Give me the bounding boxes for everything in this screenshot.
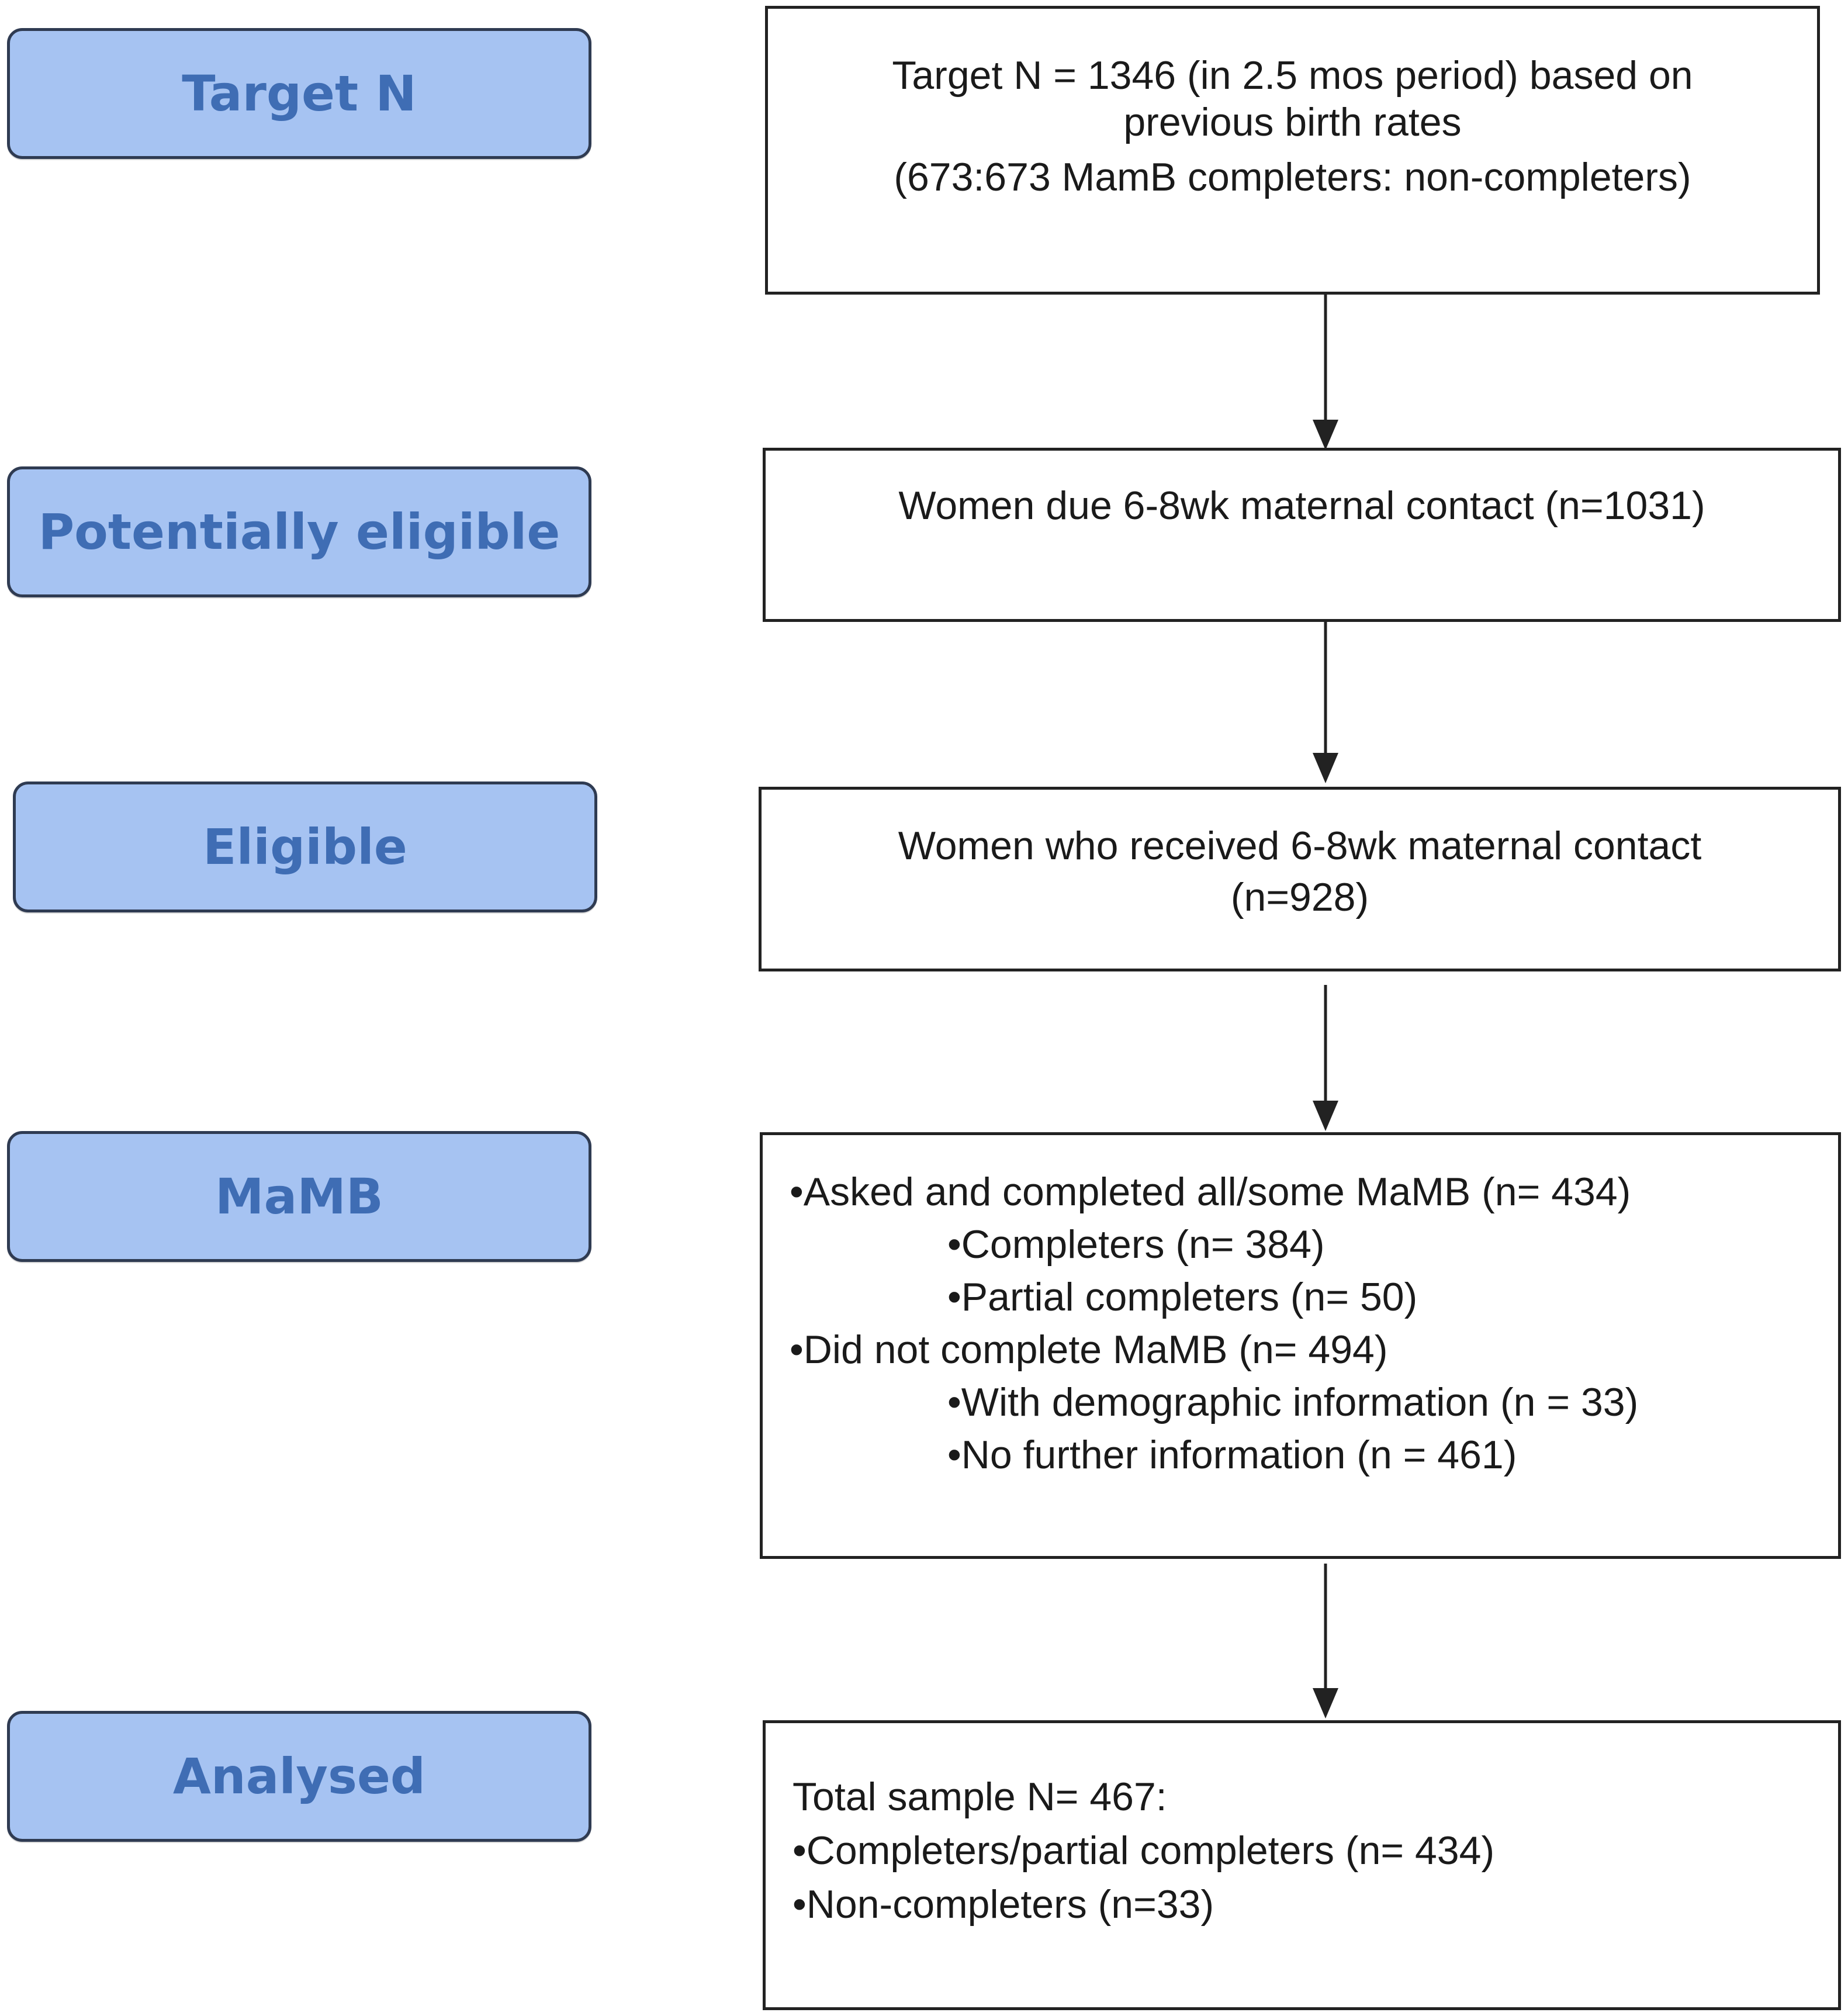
analysed-box: Total sample N= 467: •Completers/partial… <box>763 1720 1841 2010</box>
mamb-box: •Asked and completed all/some MaMB (n= 4… <box>760 1132 1841 1559</box>
stage-label-analysed: Analysed <box>7 1711 591 1842</box>
arrow-target-to-potential <box>1313 295 1338 450</box>
stage-label-potentially-eligible: Potentially eligible <box>7 466 591 597</box>
mamb-item-no-further-info: •No further information (n = 461) <box>947 1433 1517 1477</box>
arrow-potential-to-eligible <box>1313 622 1338 783</box>
potentially-eligible-text: Women due 6-8wk maternal contact (n=1031… <box>898 483 1705 528</box>
target-n-line-3: (673:673 MamB completers: non-completers… <box>894 155 1691 199</box>
target-n-line-2: previous birth rates <box>1123 100 1462 144</box>
mamb-item-did-not-complete: •Did not complete MaMB (n= 494) <box>790 1327 1388 1372</box>
stage-label-eligible: Eligible <box>13 781 597 912</box>
potentially-eligible-box: Women due 6-8wk maternal contact (n=1031… <box>763 448 1841 622</box>
mamb-item-partial-completers: •Partial completers (n= 50) <box>947 1275 1418 1319</box>
arrow-mamb-to-analysed <box>1313 1564 1338 1718</box>
analysed-non-completers: •Non-completers (n=33) <box>793 1882 1214 1927</box>
target-n-box: Target N = 1346 (in 2.5 mos period) base… <box>765 6 1820 295</box>
target-n-line-1: Target N = 1346 (in 2.5 mos period) base… <box>892 53 1693 98</box>
stage-label-mamb: MaMB <box>7 1131 591 1262</box>
stage-label-target-n: Target N <box>7 28 591 159</box>
eligible-line-1: Women who received 6-8wk maternal contac… <box>898 824 1702 868</box>
mamb-item-completers: •Completers (n= 384) <box>947 1222 1325 1267</box>
eligible-line-2: (n=928) <box>1230 875 1369 919</box>
analysed-total-sample: Total sample N= 467: <box>793 1775 1167 1819</box>
analysed-completers: •Completers/partial completers (n= 434) <box>793 1828 1495 1873</box>
arrow-eligible-to-mamb <box>1313 985 1338 1131</box>
eligible-box: Women who received 6-8wk maternal contac… <box>759 787 1841 971</box>
mamb-item-with-demographic: •With demographic information (n = 33) <box>947 1380 1639 1424</box>
mamb-item-asked-completed: •Asked and completed all/some MaMB (n= 4… <box>790 1170 1631 1214</box>
